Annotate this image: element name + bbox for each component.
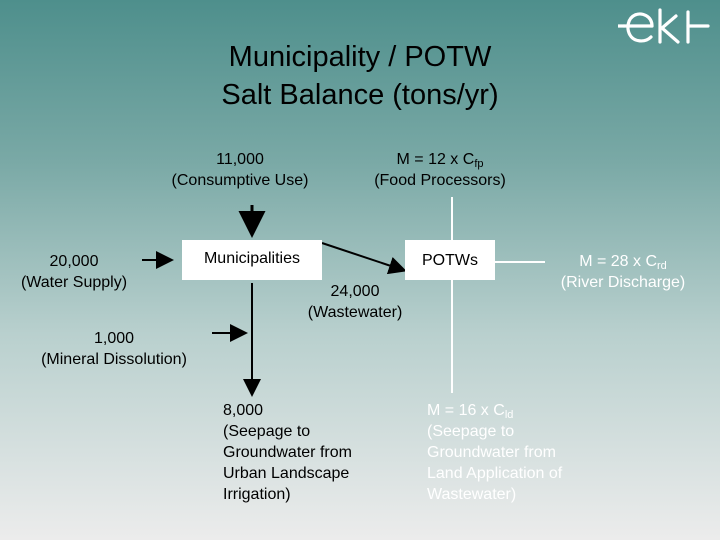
mineral-dissolution-value: 1,000 [93, 330, 135, 347]
title-line-2: Salt Balance (tons/yr) [221, 79, 499, 111]
potws-label: POTWs [422, 252, 478, 269]
urban-seepage-line-4: Irrigation) [223, 486, 291, 503]
wastewater-value: 24,000 [330, 283, 380, 300]
urban-seepage-value: 8,000 [223, 402, 264, 419]
urban-seepage-line-1: (Seepage to [223, 423, 311, 440]
river-discharge-formula: M = 28 x Crd [579, 253, 667, 272]
food-processors-formula: M = 12 x Cfp [396, 151, 484, 170]
land-seepage-label: M = 16 x Cld (Seepage to Groundwater fro… [427, 400, 617, 505]
title-line-1: Municipality / POTW [228, 41, 492, 73]
river-discharge-label: M = 28 x Crd (River Discharge) [548, 251, 698, 293]
land-seepage-line-1: (Seepage to [427, 423, 515, 440]
river-discharge-text: (River Discharge) [560, 274, 686, 291]
land-seepage-line-2: Groundwater from [427, 444, 556, 461]
food-processors-text: (Food Processors) [374, 172, 506, 189]
wastewater-text: (Wastewater) [307, 304, 403, 321]
wastewater-label: 24,000 (Wastewater) [290, 281, 420, 323]
consumptive-use-value: 11,000 [216, 151, 264, 168]
urban-seepage-label: 8,000 (Seepage to Groundwater from Urban… [223, 400, 398, 505]
urban-seepage-line-2: Groundwater from [223, 444, 352, 461]
land-seepage-line-3: Land Application of [427, 465, 563, 482]
water-supply-text: (Water Supply) [20, 274, 128, 291]
potws-node: POTWs [405, 240, 495, 280]
diagram-title: Municipality / POTW Salt Balance (tons/y… [0, 38, 720, 114]
water-supply-label: 20,000 (Water Supply) [4, 251, 144, 293]
consumptive-use-label: 11,000 (Consumptive Use) [150, 149, 330, 191]
land-seepage-formula: M = 16 x Cld [427, 402, 514, 421]
consumptive-use-text: (Consumptive Use) [171, 172, 309, 189]
food-processors-label: M = 12 x Cfp (Food Processors) [355, 149, 525, 191]
eki-logo [618, 8, 710, 44]
municipalities-label: Municipalities [203, 250, 301, 267]
mineral-dissolution-label: 1,000 (Mineral Dissolution) [24, 328, 204, 370]
land-seepage-line-4: Wastewater) [427, 486, 517, 503]
wastewater-line [321, 242, 407, 275]
municipalities-node: Municipalities [182, 240, 322, 280]
water-supply-value: 20,000 [49, 253, 99, 270]
urban-seepage-line-3: Urban Landscape [223, 465, 350, 482]
mineral-dissolution-text: (Mineral Dissolution) [41, 351, 187, 368]
